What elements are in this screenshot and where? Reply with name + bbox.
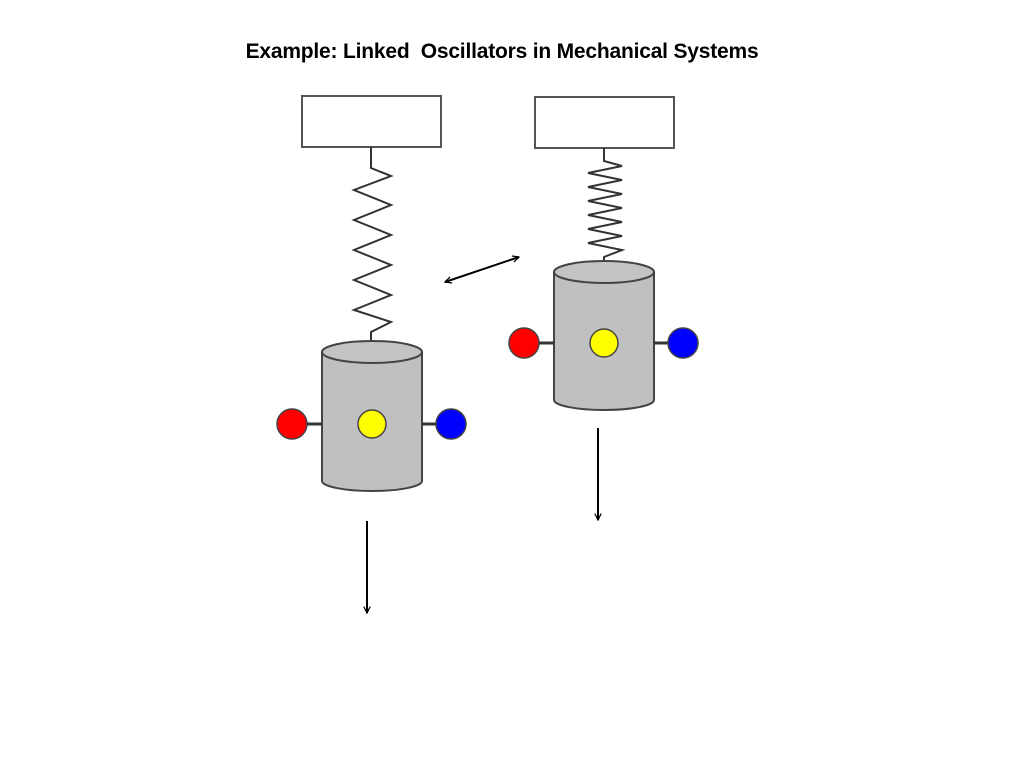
- left-support-block: [301, 95, 442, 148]
- left-mass-red-dot: [276, 408, 308, 440]
- left-spring: [351, 147, 394, 348]
- left-mass: [276, 340, 467, 492]
- right-mass: [508, 260, 699, 411]
- right-mass-yellow-dot: [589, 328, 619, 358]
- left-mass-blue-dot: [435, 408, 467, 440]
- right-support-block: [534, 96, 675, 149]
- left-oscillator: [276, 95, 467, 613]
- slide-title: Example: Linked Oscillators in Mechanica…: [245, 40, 759, 63]
- coupling-double-arrow-icon: [445, 257, 519, 282]
- right-mass-blue-dot: [667, 327, 699, 359]
- right-oscillator: [508, 96, 699, 520]
- right-mass-red-dot: [508, 327, 540, 359]
- left-mass-yellow-dot: [357, 409, 387, 439]
- right-spring: [587, 148, 626, 272]
